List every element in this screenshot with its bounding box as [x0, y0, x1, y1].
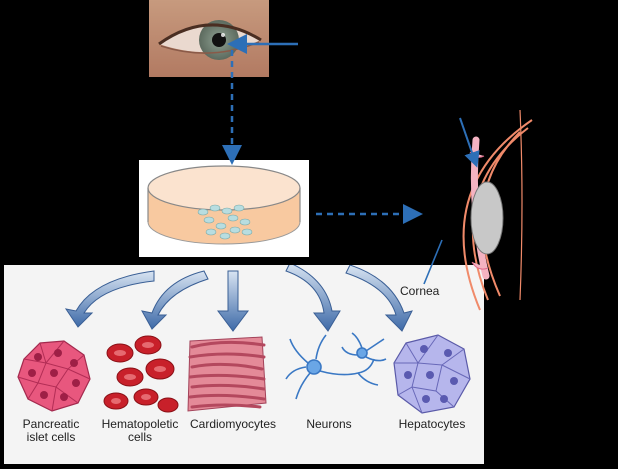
differentiation-arrows: [64, 262, 413, 332]
arrow-into-cornea: [459, 117, 480, 168]
cell-illustrations: [17, 262, 471, 414]
label-cardiomyocytes: Cardiomyocytes: [189, 417, 277, 431]
arrow-cardiomyocytes: [217, 270, 249, 332]
pancreatic-islet-cells-icon: [17, 340, 91, 412]
arrow-neurons: [285, 262, 341, 332]
arrow-hematopoietic: [141, 270, 209, 330]
petri-dish: [147, 165, 301, 245]
cornea-cross-section-icon: [462, 109, 533, 311]
cornea-pointer-line: [423, 239, 443, 285]
neurons-icon: [285, 332, 387, 400]
hematopoietic-cells-icon: [103, 335, 179, 413]
petri-dish-panel: [139, 160, 309, 257]
arrow-pancreatic: [64, 270, 155, 328]
arrow-hepatocytes: [345, 264, 413, 332]
cornea-label: Cornea: [400, 284, 440, 298]
label-hepatocytes: Hepatocytes: [398, 417, 466, 431]
cardiomyocytes-icon: [187, 336, 267, 412]
hepatocytes-icon: [393, 334, 471, 414]
label-neurons: Neurons: [306, 417, 352, 431]
